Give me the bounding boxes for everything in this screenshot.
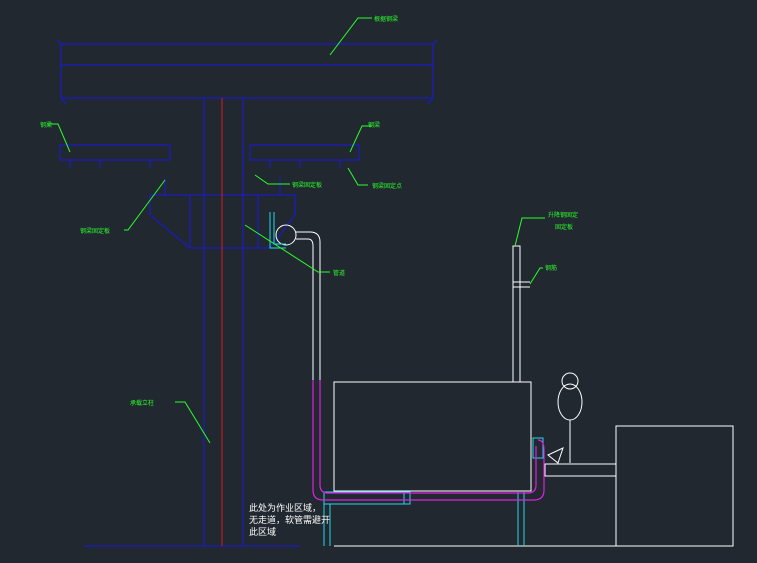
label-left-upper: 钢梁 <box>40 121 52 129</box>
label-tall-pipe-1: 升降钢固定 <box>548 211 578 219</box>
labels: 根据钢梁 钢梁 钢梁 钢梁固定板 钢梁固定点 钢梁固定板 管道 承载立柱 升降钢… <box>40 15 578 407</box>
note-line-3: 此区域 <box>249 526 276 538</box>
label-left-mid: 钢梁固定板 <box>80 227 110 235</box>
top-beam <box>60 43 434 99</box>
structure <box>56 39 438 547</box>
label-column: 承载立柱 <box>130 399 154 407</box>
right-table <box>615 425 734 547</box>
machine-body <box>333 381 532 492</box>
main-column <box>203 97 244 547</box>
pipe-system <box>275 224 734 547</box>
right-bracket <box>249 144 360 161</box>
label-right-upper: 钢梁 <box>368 121 380 129</box>
label-right-mid: 钢梁固定点 <box>372 182 402 190</box>
label-tall-pipe-2: 固定板 <box>555 223 573 231</box>
leaders <box>47 17 545 444</box>
note-line-1: 此处为作业区域， <box>249 502 321 514</box>
pump-motor <box>275 224 297 246</box>
tall-pipe <box>512 245 521 383</box>
left-bracket <box>59 144 171 161</box>
work-area-note: 此处为作业区域， 无走道，软管需避开 此区域 <box>249 502 330 538</box>
label-tall-pipe-bracket: 钢筋 <box>545 264 557 272</box>
note-line-2: 无走道，软管需避开 <box>249 514 330 526</box>
label-top-right: 根据钢梁 <box>374 15 398 23</box>
supports <box>269 212 544 546</box>
hose <box>312 380 545 501</box>
label-pipe: 管道 <box>333 269 345 277</box>
label-center-mid: 钢梁固定板 <box>292 181 322 189</box>
